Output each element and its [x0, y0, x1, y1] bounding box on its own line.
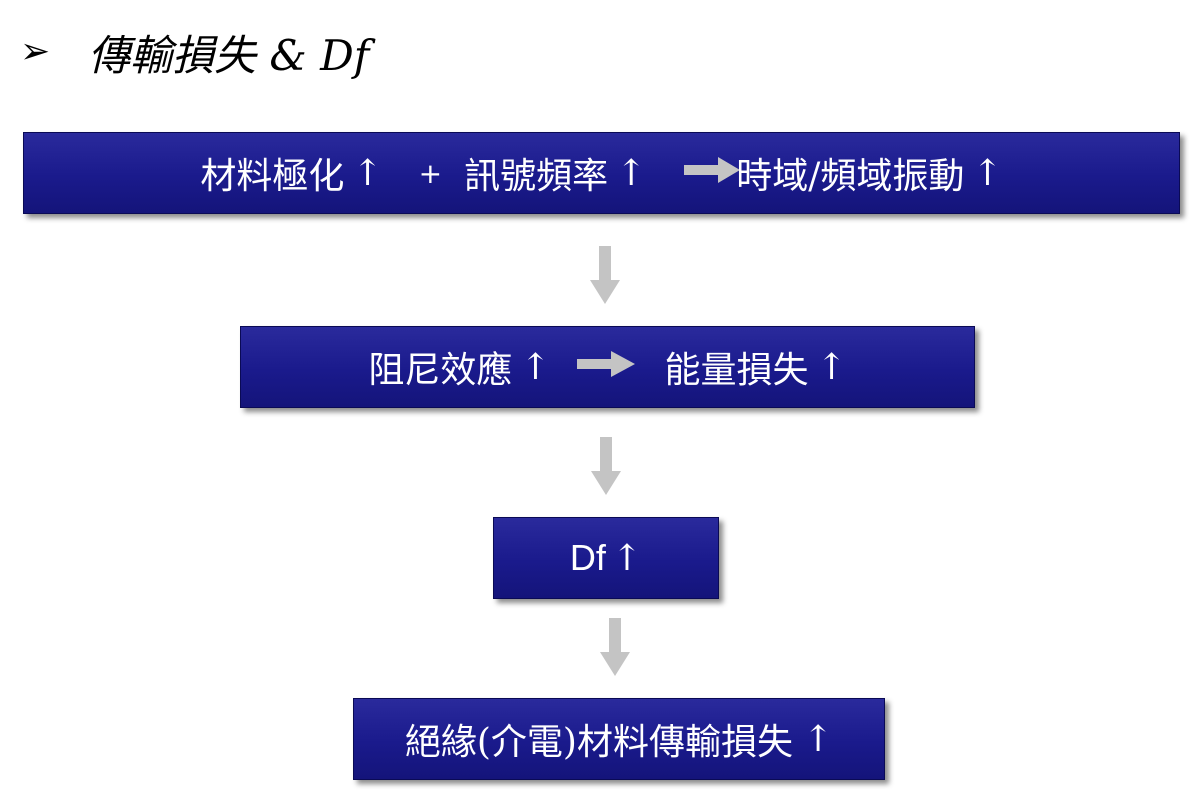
insulation-loss-label: 絕緣(介電)材料傳輸損失: [404, 722, 793, 763]
flow-box-polarization-frequency: 材料極化 ↑ + 訊號頻率 ↑ 時域/頻域振動 ↑: [23, 132, 1180, 214]
plus-sign: +: [418, 156, 443, 190]
damping-label: 阻尼效應: [368, 350, 513, 391]
polarization-label: 材料極化: [200, 156, 345, 197]
up-arrow-icon: ↑: [816, 346, 847, 388]
down-arrow-icon: [588, 246, 622, 308]
energy-loss-label: 能量損失: [664, 350, 809, 391]
right-arrow-icon: [576, 347, 635, 388]
up-arrow-icon: ↑: [972, 152, 1003, 194]
df-label: Df: [569, 537, 606, 578]
flow-box-df: Df ↑: [493, 517, 719, 599]
flow-box-insulation-loss: 絕緣(介電)材料傳輸損失 ↑: [353, 698, 885, 780]
bullet-arrow-icon: ➢: [20, 31, 51, 72]
up-arrow-icon: ↑: [616, 152, 647, 194]
slide-title: ➢ 傳輸損失 & Df: [20, 22, 369, 82]
flow-box-damping-energy: 阻尼效應 ↑ 能量損失 ↑: [240, 326, 975, 408]
right-arrow-icon: [684, 153, 741, 194]
down-arrow-icon: [589, 437, 623, 499]
title-text: 傳輸損失 & Df: [88, 30, 370, 80]
up-arrow-icon: ↑: [352, 152, 383, 194]
down-arrow-icon: [598, 618, 632, 680]
frequency-label: 訊號頻率: [464, 156, 609, 197]
up-arrow-icon: ↑: [520, 346, 551, 388]
vibration-label: 時域/頻域振動: [736, 156, 965, 197]
up-arrow-icon: ↑: [611, 537, 643, 579]
up-arrow-icon: ↑: [802, 718, 834, 760]
